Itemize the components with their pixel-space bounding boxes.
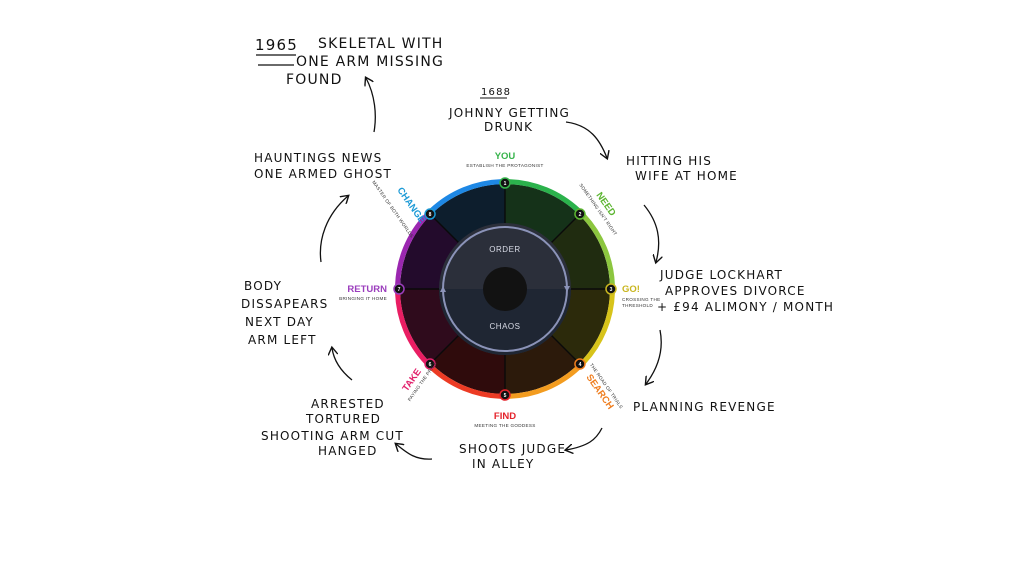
step-badge [574,358,586,370]
note-arrested-line2: TORTURED [305,412,381,426]
note-arrested-line4: HANGED [318,444,378,458]
step-badge [424,358,436,370]
ring-arc [581,213,615,286]
step-badge-number: 4 [579,362,582,368]
step-badge [499,389,511,401]
note-top-line1: SKELETAL WITH [318,36,444,52]
arrow-arrested-to-body [332,348,353,381]
note-body-line3: NEXT DAY [245,315,314,329]
step-badges: 1 2 3 4 5 6 7 8 [393,177,617,401]
arrow-body-to-hauntings [319,196,348,263]
handwritten-notes: 1965 SKELETAL WITH ONE ARM MISSING FOUND… [241,36,834,471]
step-you-name: YOU [495,151,516,162]
step-badge-number: 1 [504,181,507,187]
note-body-line1: BODY [244,279,282,293]
step-badge [499,177,511,189]
arrow-planning-to-shoots [566,427,603,450]
step-find-sub: MEETING THE GODDESS [474,423,535,428]
note-hitting-line2: WIFE AT HOME [635,169,738,183]
note-judge-line3: + £94 ALIMONY / MONTH [657,300,834,314]
arrow-judge-to-planning [646,329,662,384]
step-badge-number: 8 [429,212,432,218]
note-johnny-line1: JOHNNY GETTING [448,106,570,120]
ring-arc [429,179,502,213]
note-top-line3: FOUND [286,72,343,88]
note-year-1965: 1965 [255,36,298,54]
note-arrested-line1: ARRESTED [311,397,385,411]
note-johnny-line2: DRUNK [484,120,533,134]
note-body-line2: DISSAPEARS [241,297,328,311]
note-body-line4: ARM LEFT [248,333,317,347]
center-arrow-left [440,286,446,292]
step-badge [574,208,586,220]
ring-arc [395,292,429,365]
step-badge-number: 6 [429,362,432,368]
note-planning: PLANNING REVENGE [633,400,776,414]
step-badge-number: 2 [579,212,582,218]
ring-arc [508,365,581,399]
note-shoots-line1: SHOOTS JUDGE [459,442,566,456]
step-you-sub: ESTABLISH THE PROTAGONIST [466,163,543,168]
center-hole [483,267,527,311]
ring-arc [395,213,429,286]
ring-arc [429,365,502,399]
center-lower-half [439,289,571,355]
note-hauntings-line1: HAUNTINGS NEWS [254,151,382,165]
story-wheel: ORDER CHAOS 1 2 3 4 5 6 7 8 [393,177,617,401]
arrow-shoots-to-arrested [396,444,433,460]
flow-arrows [319,78,662,460]
note-year-1688: 1688 [481,87,511,98]
note-judge-line2: APPROVES DIVORCE [665,284,806,298]
note-arrested-line3: SHOOTING ARM CUT [261,429,404,443]
note-hauntings-line2: ONE ARMED GHOST [254,167,392,181]
chaos-label: CHAOS [490,322,521,331]
step-go-sub2: THRESHOLD [622,303,653,308]
step-return-name: RETURN [347,284,387,295]
note-top-line2: ONE ARM MISSING [296,54,444,70]
ring-arc [581,292,615,365]
step-badge [605,283,617,295]
step-badge [393,283,405,295]
step-return-sub: BRINGING IT HOME [339,296,387,301]
order-label: ORDER [489,245,520,254]
center-arrow-right [564,286,570,292]
step-go-sub1: CROSSING THE [622,297,660,302]
step-badge-number: 7 [398,287,401,293]
wheel-outer-ring [395,179,615,399]
note-judge-line1: JUDGE LOCKHART [659,268,783,282]
step-badge-number: 5 [504,393,507,399]
note-hitting-line1: HITTING HIS [626,154,712,168]
ring-arc [508,179,581,213]
arrow-hauntings-to-1965 [366,78,376,133]
step-go-name: GO! [622,284,640,295]
step-find-name: FIND [494,411,516,422]
step-badge [424,208,436,220]
note-shoots-line2: IN ALLEY [472,457,534,471]
arrow-johnny-to-hitting [565,121,607,158]
arrow-hitting-to-judge [643,204,659,262]
step-badge-number: 3 [610,287,613,293]
